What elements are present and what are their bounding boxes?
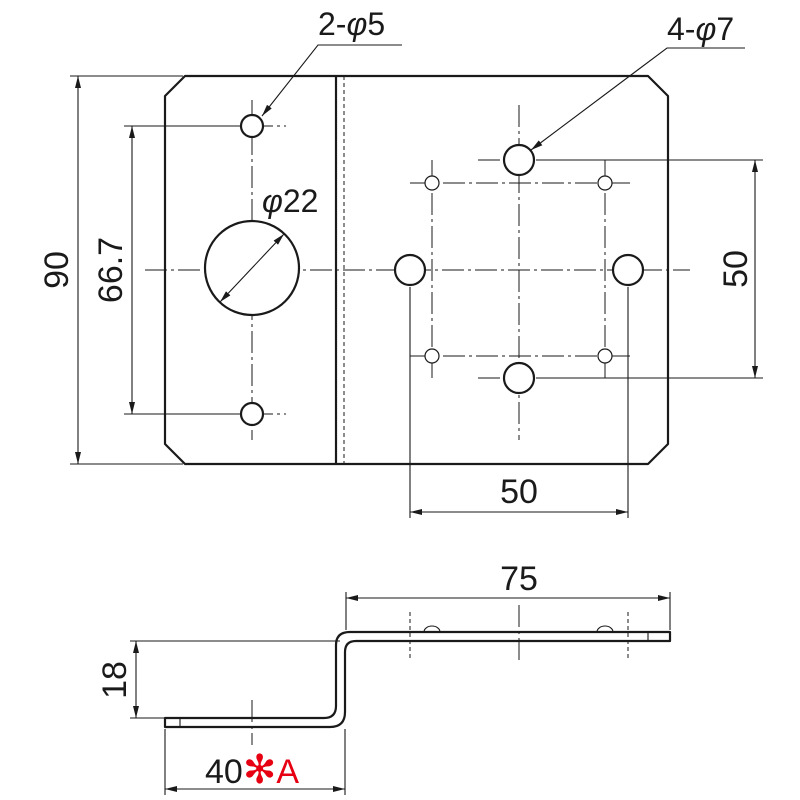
- square-hole-top-left: [424, 175, 440, 191]
- bolt-hole-top: [502, 143, 536, 177]
- bolt-hole-left: [393, 253, 427, 287]
- square-hole-top-right: [597, 175, 613, 191]
- side-hole-bump-right: [596, 625, 614, 633]
- bolt-h-label: 50: [500, 473, 538, 511]
- side-profile: [163, 630, 672, 729]
- side-view: 75 18 40✻A: [96, 560, 672, 795]
- bolt-v-label: 50: [717, 250, 755, 288]
- bolt-hole-callout: 4-φ7: [667, 11, 734, 47]
- large-hole-callout: φ22: [262, 183, 318, 219]
- bolt-hole-right: [611, 253, 645, 287]
- small-pitch-label: 66.7: [92, 237, 130, 303]
- side-length-label: 75: [500, 560, 538, 598]
- small-hole-bottom: [239, 401, 265, 427]
- small-hole-top: [239, 113, 265, 139]
- side-flange-label: 40✻A: [205, 748, 299, 792]
- side-hole-bump-left: [423, 625, 441, 633]
- top-view: 2-φ5 4-φ7 φ22 90 66.7 50 50: [38, 6, 763, 518]
- small-hole-callout: 2-φ5: [318, 6, 385, 42]
- square-hole-bottom-left: [424, 348, 440, 364]
- square-hole-bottom-right: [597, 348, 613, 364]
- plate-outline: [163, 74, 670, 466]
- overall-height-label: 90: [38, 251, 76, 289]
- large-hole-diameter-line: [219, 233, 285, 303]
- side-offset-label: 18: [96, 661, 134, 699]
- bolt-hole-leader: [530, 47, 745, 151]
- small-hole-leader: [261, 44, 402, 117]
- bolt-hole-bottom: [502, 361, 536, 395]
